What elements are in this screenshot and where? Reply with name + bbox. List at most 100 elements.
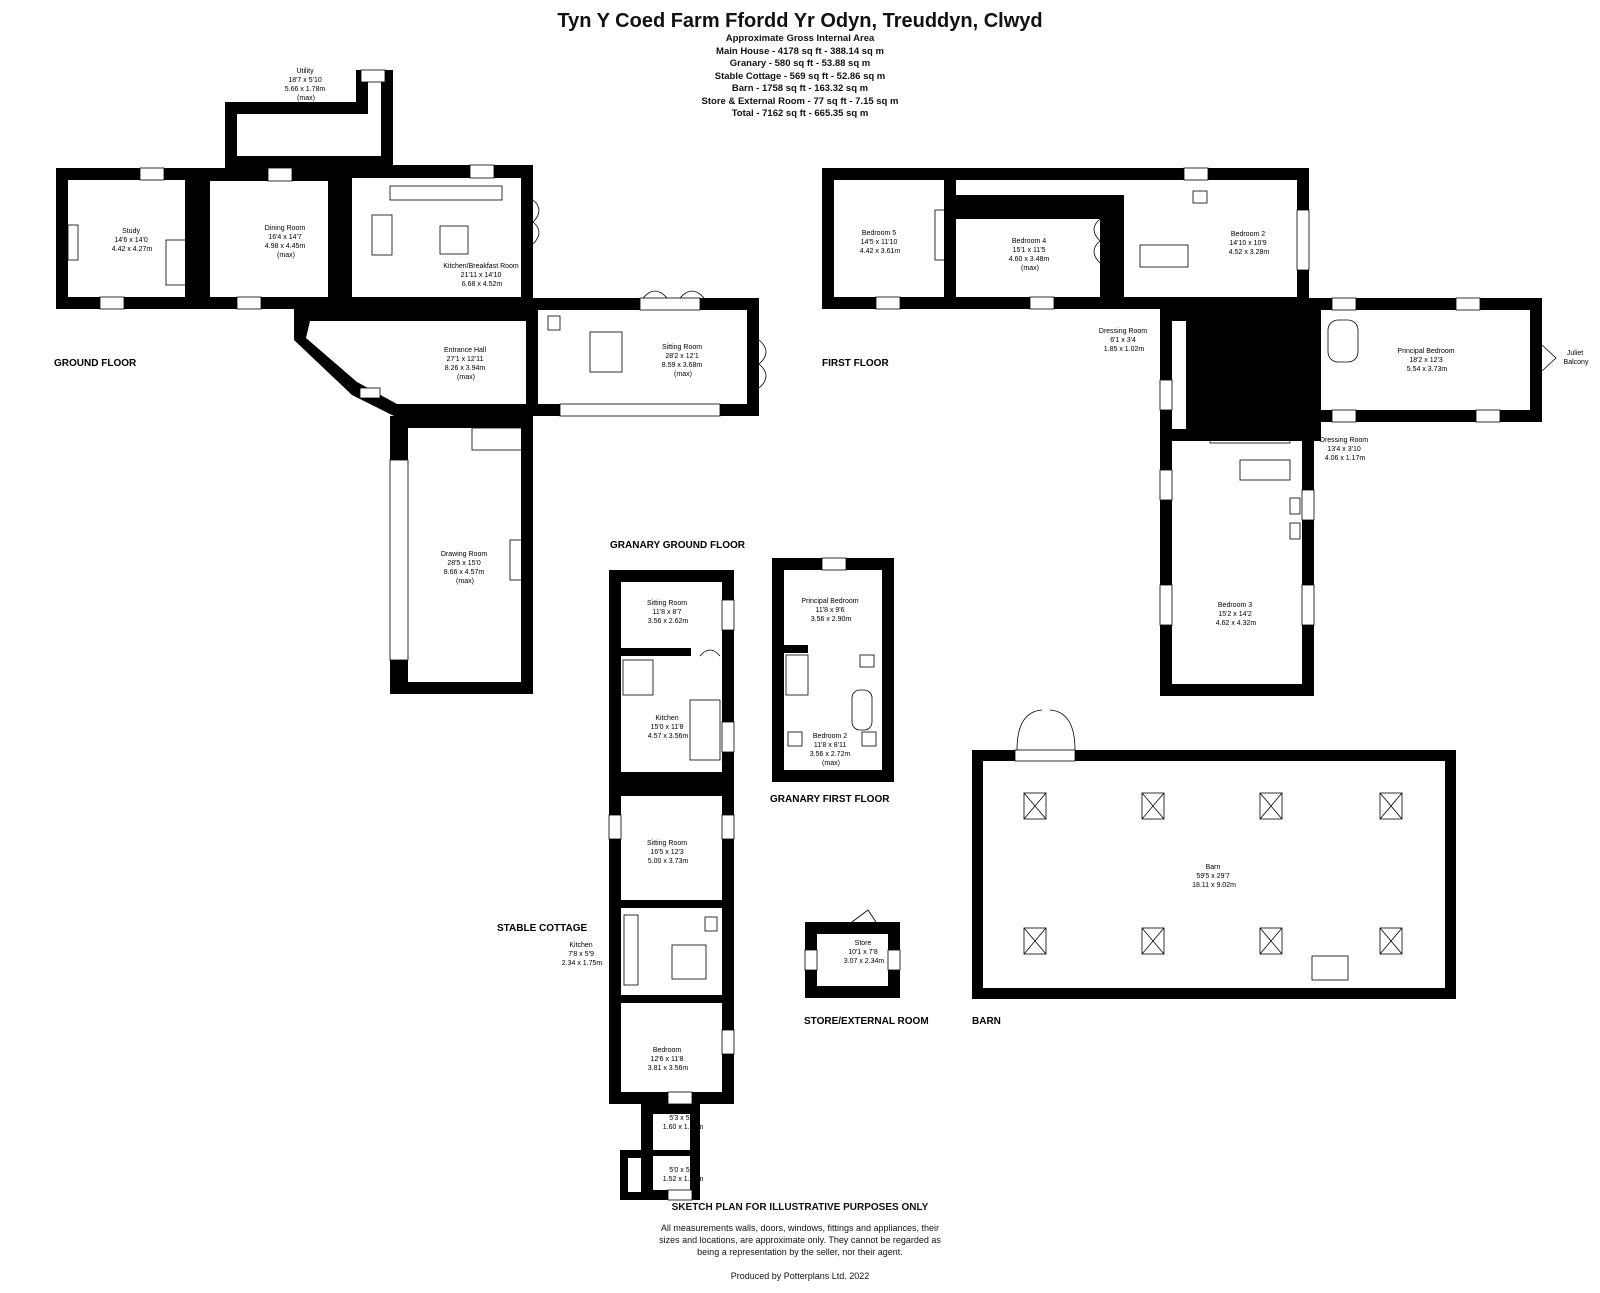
door [1016,709,1076,751]
room-label-barn: Barn 59'5 x 29'7 18.11 x 9.02m [1192,864,1236,889]
window [721,599,735,631]
room-label-juliet: Juliet Balcony [1564,350,1589,366]
window [1301,584,1315,626]
room-label-entrance-hall: Entrance Hall 27'1 x 12'11 8.26 x 3.94m … [444,347,488,381]
door [758,339,767,389]
footer-disclaimer: All measurements walls, doors, windows, … [550,1222,1050,1258]
window [1331,409,1357,423]
staircase [471,427,523,451]
shower [671,944,707,980]
counter [623,914,639,986]
staircase [934,209,946,261]
window [667,1091,693,1105]
window [139,167,165,181]
room-label-granary-principal: Principal Bedroom 11'8 x 9'6 3.56 x 2.90… [801,598,860,623]
rooflight [1141,792,1165,820]
wall [784,645,808,653]
room-label-bedroom4: Bedroom 4 15'1 x 11'5 4.60 x 3.48m (max) [1009,238,1051,272]
disclaimer-line: being a representation by the seller, no… [697,1247,903,1257]
room-label-stable-kitchen: Kitchen 7'8 x 5'9 2.34 x 1.75m [562,942,603,967]
area-line: Stable Cottage - 569 sq ft - 52.86 sq m [714,70,886,82]
window [721,721,735,753]
area-line: Store & External Room - 77 sq ft - 7.15 … [701,95,899,107]
window [389,459,409,661]
window [1183,167,1209,181]
staircase [1209,424,1291,444]
store-plan [804,909,901,998]
window [469,164,495,179]
window [359,387,381,399]
floor-label-barn: BARN [972,1016,1001,1027]
bath [1139,244,1189,268]
wall [621,995,722,1003]
room-label-principal-main: Principal Bedroom 18'2 x 12'3 5.54 x 3.7… [1397,348,1456,373]
barn-feature [1311,955,1349,981]
wall [653,1150,690,1156]
room-label-stable-sitting: Sitting Room 16'5 x 12'3 5.00 x 3.73m [647,840,689,865]
room-label-stable-small2: 5'0 x 5'0 1.52 x 1.52m [663,1167,704,1183]
wall [805,922,900,998]
rooflight [1023,792,1047,820]
wall [1160,309,1314,696]
area-summary: Approximate Gross Internal Area Main Hou… [0,33,1600,121]
wc [859,654,875,668]
wall [390,416,533,694]
window [875,296,901,310]
rooflight [1141,927,1165,955]
room-label-granary-bedroom2: Bedroom 2 11'8 x 8'11 3.56 x 2.72m (max) [810,733,852,767]
window [1029,296,1055,310]
window [804,949,818,971]
rooflight [1259,792,1283,820]
floor-label-store: STORE/EXTERNAL ROOM [804,1016,929,1027]
area-line: Approximate Gross Internal Area [725,33,875,44]
room-label-stable-bedroom: Bedroom 12'6 x 11'8 3.81 x 3.56m [648,1047,689,1072]
shower [589,331,623,373]
footer-heading: SKETCH PLAN FOR ILLUSTRATIVE PURPOSES ON… [671,1202,929,1213]
floor-label-ground: GROUND FLOOR [54,358,137,369]
room-label-store: Store 10'1 x 7'8 3.07 x 2.34m [844,940,885,965]
window [559,403,721,417]
room-label-drawing: Drawing Room 28'5 x 15'0 8.66 x 4.57m (m… [441,551,489,585]
header: Tyn Y Coed Farm Ffordd Yr Odyn, Treuddyn… [0,10,1600,121]
area-line: Barn - 1758 sq ft - 163.32 sq m [731,83,869,94]
footer-produced: Produced by Potterplans Ltd. 2022 [730,1271,870,1281]
window [608,814,622,840]
window [1159,379,1173,411]
shower [1261,315,1293,357]
room-label-stable-small1: 5'3 x 5'0 1.60 x 1.52m [663,1115,704,1131]
room-label-kitchen-breakfast: Kitchen/Breakfast Room 21'11 x 14'10 6.6… [443,263,520,288]
room-label-utility: Utility 18'7 x 5'10 5.66 x 1.78m (max) [285,68,327,102]
rooflight [1379,792,1403,820]
room-label-dressing1: Dressing Room 6'1 x 3'4 1.85 x 1.02m [1099,328,1149,353]
bath [851,689,873,731]
bath [1239,459,1291,481]
window [267,167,293,182]
window [1159,469,1173,501]
counter [389,185,503,201]
room-label-dressing2: Dressing Room 13'4 x 3'10 4.06 x 1.17m [1320,437,1370,462]
window [99,296,125,310]
door [532,199,540,245]
wall [621,900,722,908]
rooflight-cross [1023,792,1403,955]
staircase [785,654,809,696]
rooflight [787,731,803,747]
wall [620,1150,653,1200]
staircase [622,659,654,696]
fireplace [440,409,464,423]
rooflight [1259,927,1283,955]
counter [689,699,721,761]
wc [547,315,561,331]
floor-label-first: FIRST FLOOR [822,358,889,369]
window [821,557,847,571]
granary-first-plan [772,557,894,782]
wall [621,648,691,656]
page-title: Tyn Y Coed Farm Ffordd Yr Odyn, Treuddyn… [557,10,1043,32]
bath [1327,319,1359,363]
area-line: Main House - 4178 sq ft - 388.14 sq m [716,45,884,57]
juliet-balcony [1541,344,1557,372]
rooflight [1379,927,1403,955]
room-label-granary-sitting: Sitting Room 11'8 x 8'7 3.56 x 2.62m [647,600,689,625]
staircase [165,239,187,286]
